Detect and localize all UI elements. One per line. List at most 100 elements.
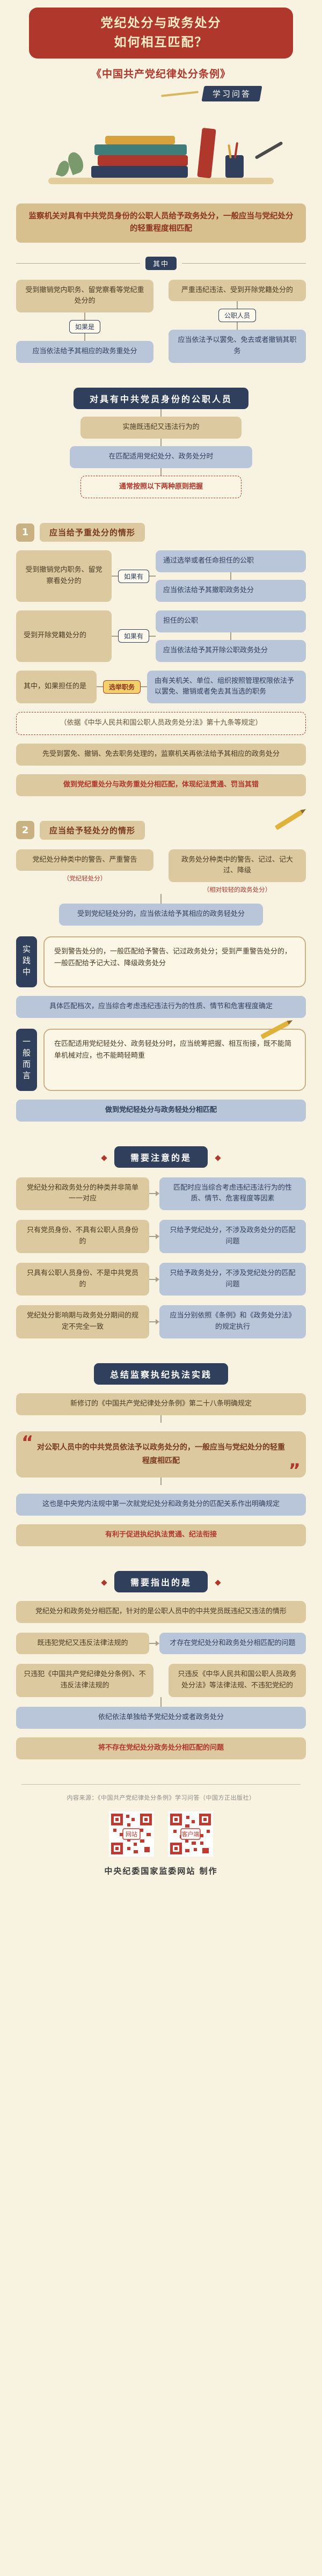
attention-row: 党纪处分影响期与政务处分期间的规定不完全一致 应当分别依照《条例》和《政务处分法… (16, 1305, 306, 1338)
attention-right: 只给予党纪处分，不涉及政务处分的匹配问题 (159, 1220, 306, 1253)
light-punishment-columns: 党纪处分种类中的警告、严重警告 （党纪轻处分） 政务处分种类中的警告、记过、记大… (16, 849, 306, 894)
among-right-condition: 严重违纪违法、受到开除党籍处分的 (169, 279, 306, 302)
attention-right: 匹配时应当综合考虑违纪违法行为的性质、情节、危害程度等因素 (159, 1177, 306, 1211)
book-navy (91, 166, 188, 178)
flow-results: 担任的公职 应当依法给予其开除公职政务处分 (156, 610, 306, 662)
pen-cup-icon (225, 155, 244, 178)
intro-statement: 监察机关对具有中共党员身份的公职人员给予政务处分，一般应当与党纪处分的轻重程度相… (16, 203, 306, 243)
practice-block: 实践中 受到警告处分的，一般匹配给予警告、记过政务处分；受到严重警告处分的，一般… (16, 936, 306, 987)
elected-office-chip: 选举职务 (103, 680, 141, 694)
ink-pen-icon (254, 141, 283, 160)
section1-number: 1 (16, 523, 34, 542)
connector-line (97, 686, 103, 688)
header-accent (101, 1155, 107, 1161)
legal-basis-note: （依据《中华人民共和国公职人员政务处分法》第十九条等规定） (16, 712, 306, 736)
leaf-icon (65, 150, 86, 176)
elected-office-lead: 其中，如果担任的是 (16, 670, 97, 704)
summary-first-statement: 这也是中央党内法规中第一次就党纪处分和政务处分的匹配关系作出明确规定 (16, 1494, 306, 1516)
connector-line (149, 576, 156, 577)
quote-text: 对公职人员中的中共党员依法予以政务处分的，一般应当与党纪处分的轻重程度相匹配 (37, 1443, 285, 1465)
attention-left: 党纪处分和政务处分的种类并非简单一一对应 (16, 1177, 149, 1211)
source-credit: 内容来源：《中国共产党纪律处分条例》学习问答（中国方正出版社） (67, 1794, 255, 1801)
attention-header: 需要注意的是 (114, 1146, 208, 1168)
gov-light-column: 政务处分种类中的警告、记过、记大过、降级 （相对较轻的政务处分） (169, 849, 306, 894)
qr-left-center-label: 网站 (126, 1830, 137, 1838)
arrow-icon (156, 1640, 159, 1646)
regulation-quote: “ 对公职人员中的中共党员依法予以政务处分的，一般应当与党纪处分的轻重程度相匹配… (16, 1431, 306, 1480)
connector-line (149, 1642, 156, 1644)
match-level-note: 具体匹配档次，应当综合考虑违纪违法行为的性质、情节和危害程度确定 (16, 996, 306, 1018)
connector-line (230, 632, 231, 640)
among-right-result: 应当依法予以罢免、免去或者撤销其职务 (169, 330, 306, 363)
maker-credit: 中央纪委国家监委网站 制作 (104, 1866, 218, 1876)
pointed-lead: 党纪处分和政务处分相匹配，针对的是公职人员中的中共党员既违纪又违法的情形 (16, 1600, 306, 1623)
divider-line (16, 263, 140, 264)
case-right: 只违反《中华人民共和国公职人员政务处分法》等法律法规、不违犯党纪的 (169, 1664, 306, 1697)
arrow-icon (156, 1276, 159, 1282)
qa-badge-label: 学习问答 (213, 89, 252, 99)
connector-line (160, 1478, 162, 1486)
party-light-types: 党纪处分种类中的警告、严重警告 (16, 849, 153, 871)
pointed-row-left: 既违犯党纪又违反法律法规的 (16, 1632, 149, 1655)
connector-line (160, 1415, 162, 1423)
standing-book (197, 128, 216, 179)
connector-line (149, 1193, 156, 1195)
among-left-chip: 如果是 (69, 320, 100, 334)
flow-row: 受到撤销党内职务、留党察看处分的 如果有 通过选举或者任命担任的公职 应当依法给… (16, 550, 306, 602)
pointed-cases: 只违犯《中国共产党纪律处分条例》、不违反法律法规的 只违反《中华人民共和国公职人… (16, 1664, 306, 1697)
qr-row: 网站 客户端 (0, 1811, 322, 1857)
attention-left: 党纪处分影响期与政务处分期间的规定不完全一致 (16, 1305, 149, 1338)
connector-line (237, 301, 238, 309)
flow-results: 通过选举或者任命担任的公职 应当依法给予其撤职政务处分 (156, 550, 306, 602)
connector-line (149, 1235, 156, 1237)
attention-left: 只具有公职人员身份、不是中共党员的 (16, 1262, 149, 1296)
section2-marker: 2 应当给予轻处分的情形 (16, 820, 306, 840)
pointed-final: 将不存在党纪处分政务处分相匹配的问题 (16, 1737, 306, 1759)
among-left-condition: 受到撤销党内职务、留党察看等党纪重处分的 (16, 279, 153, 313)
section2-number: 2 (16, 821, 34, 840)
case-left: 只违犯《中国共产党纪律处分条例》、不违反法律法规的 (16, 1664, 153, 1697)
among-divider: 其中 (16, 256, 306, 270)
pointed-header-row: 需要指出的是 (0, 1570, 322, 1592)
section2-title: 应当给予轻处分的情形 (40, 820, 145, 840)
section1-summary: 做到党纪重处分与政务重处分相匹配，体现纪法贯通、罚当其错 (16, 774, 306, 796)
pointed-row: 既违犯党纪又违反法律法规的 才存在党纪处分和政务处分相匹配的问题 (16, 1632, 306, 1655)
book-gold (105, 136, 175, 145)
principle-box-1: 实施既违纪又违法行为的 (80, 417, 241, 439)
arrow-icon (156, 1319, 159, 1325)
attention-section: 需要注意的是 党纪处分和政务处分的种类并非简单一一对应 匹配时应当综合考虑违纪违… (0, 1146, 322, 1338)
intro-section: 监察机关对具有中共党员身份的公职人员给予政务处分，一般应当与党纪处分的轻重程度相… (0, 203, 322, 243)
general-tab: 一般而言 (16, 1028, 37, 1091)
flow-condition: 受到开除党籍处分的 (16, 610, 112, 662)
hero-section: 党纪处分与政务处分 如何相互匹配？ 《中国共产党纪律处分条例》 学习问答 (0, 0, 322, 190)
section1-title: 应当给予重处分的情形 (40, 523, 145, 542)
attention-row: 只具有公职人员身份、不是中共党员的 只给予政务处分，不涉及党纪处分的匹配问题 (16, 1262, 306, 1296)
arrow-icon (156, 1233, 159, 1239)
title-line-2: 如何相互匹配？ (114, 35, 208, 49)
flow-result-2: 应当依法给予其开除公职政务处分 (156, 639, 306, 662)
book-teal (94, 144, 187, 156)
practice-text: 受到警告处分的，一般匹配给予警告、记过政务处分；受到严重警告处分的，一般匹配给予… (43, 936, 306, 987)
qr-code-website: 网站 (109, 1811, 154, 1857)
pointed-row-right: 才存在党纪处分和政务处分相匹配的问题 (159, 1632, 306, 1655)
pointed-section: 需要指出的是 党纪处分和政务处分相匹配，针对的是公职人员中的中共党员既违纪又违法… (0, 1570, 322, 1759)
qa-badge: 学习问答 (201, 86, 262, 102)
flow-condition: 受到撤销党内职务、留党察看处分的 (16, 550, 112, 602)
among-right-chip: 公职人员 (218, 309, 256, 323)
connector-line (149, 635, 156, 637)
general-text: 在匹配适用党纪轻处分、政务轻处分时，应当统筹把握、相互衔接，既不能简单机械对应，… (43, 1028, 306, 1091)
connector-line (112, 635, 118, 637)
among-columns: 受到撤销党内职务、留党察看等党纪重处分的 如果是 应当依法给予其相应的政务重处分… (16, 279, 306, 363)
flow-chip: 如果有 (118, 629, 150, 643)
gold-swash-decoration (160, 91, 199, 97)
connector-line (141, 686, 148, 688)
attention-right: 应当分别依照《条例》和《政务处分法》的规定执行 (159, 1305, 306, 1338)
book-red (98, 155, 188, 166)
header-accent (215, 1580, 221, 1586)
among-left-result: 应当依法给予其相应的政务重处分 (16, 341, 153, 363)
section1-note: 先受到罢免、撤销、免去职务处理的，监察机关再依法给予其相应的政务处分 (16, 744, 306, 766)
case-right-column: 只违反《中华人民共和国公职人员政务处分法》等法律法规、不违犯党纪的 (169, 1664, 306, 1697)
connector-line (160, 1697, 162, 1707)
subtitle: 《中国共产党纪律处分条例》 (91, 68, 231, 81)
